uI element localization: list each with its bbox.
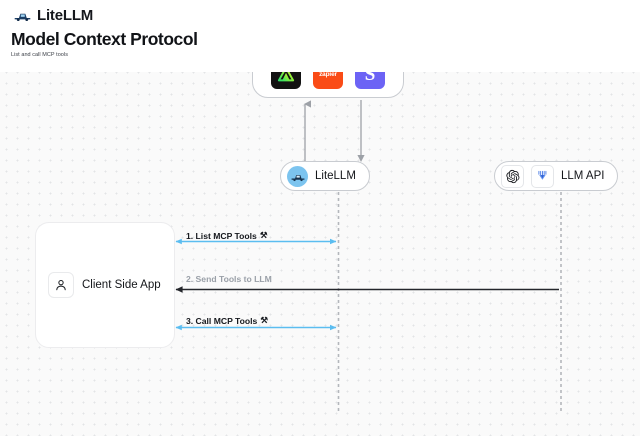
node-client-app[interactable]: Client Side App (35, 222, 175, 348)
node-litellm-label: LiteLLM (315, 170, 356, 182)
edge-label-step-2: 2. Send Tools to LLM (186, 274, 272, 284)
edge-label-step-3: 3. Call MCP Tools ⚒ (186, 315, 268, 326)
node-llm-api-label: LLM API (561, 170, 605, 182)
brand-name: LiteLLM (37, 7, 94, 24)
connector-litellm-down-head (357, 155, 365, 162)
node-client-app-label: Client Side App (82, 279, 161, 291)
openai-icon (501, 164, 524, 188)
node-llm-api[interactable]: LLM API (494, 161, 619, 191)
truck-icon (14, 9, 31, 22)
tools-icon: ⚒ (260, 315, 269, 325)
zapier-wordmark: zapier (319, 70, 337, 78)
edge-label-step-1-text: 1. List MCP Tools (186, 230, 257, 241)
tools-icon: ⚒ (259, 230, 268, 240)
user-icon (48, 272, 74, 298)
edge-label-step-1: 1. List MCP Tools ⚒ (186, 230, 268, 241)
slack-s-letter: S (364, 63, 376, 85)
app-header: LiteLLM Model Context Protocol List and … (0, 0, 640, 72)
node-litellm[interactable]: LiteLLM (280, 161, 370, 191)
litellm-logo-icon (287, 165, 308, 187)
edge-label-step-2-text: 2. Send Tools to LLM (186, 274, 272, 284)
page-subtitle: List and call MCP tools (11, 52, 68, 58)
gemini-icon (531, 164, 554, 188)
page-title: Model Context Protocol (11, 29, 198, 49)
edge-label-step-3-text: 3. Call MCP Tools (186, 315, 258, 326)
brand[interactable]: LiteLLM (14, 7, 93, 24)
